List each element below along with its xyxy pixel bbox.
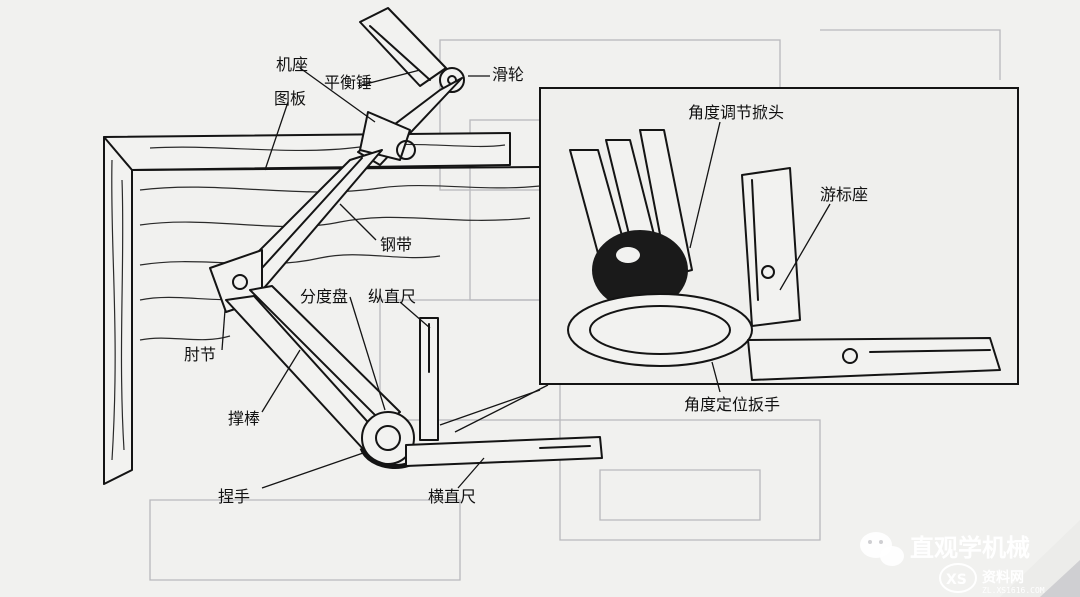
watermark-brand: 直观学机械 (910, 534, 1030, 562)
label-nieshou: 捏手 (218, 487, 250, 506)
site-logo-icon: XS (939, 563, 977, 593)
svg-text:XS: XS (946, 572, 967, 588)
inset-detail (539, 87, 1019, 385)
label-tuban: 图板 (274, 89, 306, 108)
label-jiaodu-dingwei: 角度定位扳手 (684, 395, 780, 414)
label-gangdai: 钢带 (380, 235, 412, 254)
label-chengbang: 撑棒 (228, 409, 260, 428)
label-hengzhichi: 横直尺 (428, 487, 476, 506)
label-fendupan: 分度盘 (300, 287, 348, 306)
watermark-logo-text: 资料网 (982, 569, 1024, 586)
drawing-board (103, 132, 541, 485)
label-jizuo: 机座 (276, 55, 308, 74)
label-youbiaozuo: 游标座 (820, 185, 868, 204)
watermark-url: ZL.XS1616.COM (982, 586, 1045, 595)
part-labels: 机座 平衡锤 滑轮 图板 钢带 分度盘 纵直尺 肘节 撑棒 捏手 横直尺 角度调… (184, 55, 868, 506)
drafting-machine-arm (209, 7, 603, 469)
label-jiaodu-tiaojie: 角度调节掀头 (688, 103, 784, 122)
label-zongzhichi: 纵直尺 (368, 287, 416, 306)
inset-callout-lines (439, 384, 549, 433)
label-pinghengchui: 平衡锤 (324, 73, 372, 92)
label-zhoujie: 肘节 (184, 345, 216, 364)
leader-lines (221, 67, 831, 489)
label-hualun: 滑轮 (492, 65, 524, 84)
watermark: 直观学机械 XS 资料网 ZL.XS1616.COM (860, 532, 1045, 595)
wechat-icon (860, 532, 904, 566)
